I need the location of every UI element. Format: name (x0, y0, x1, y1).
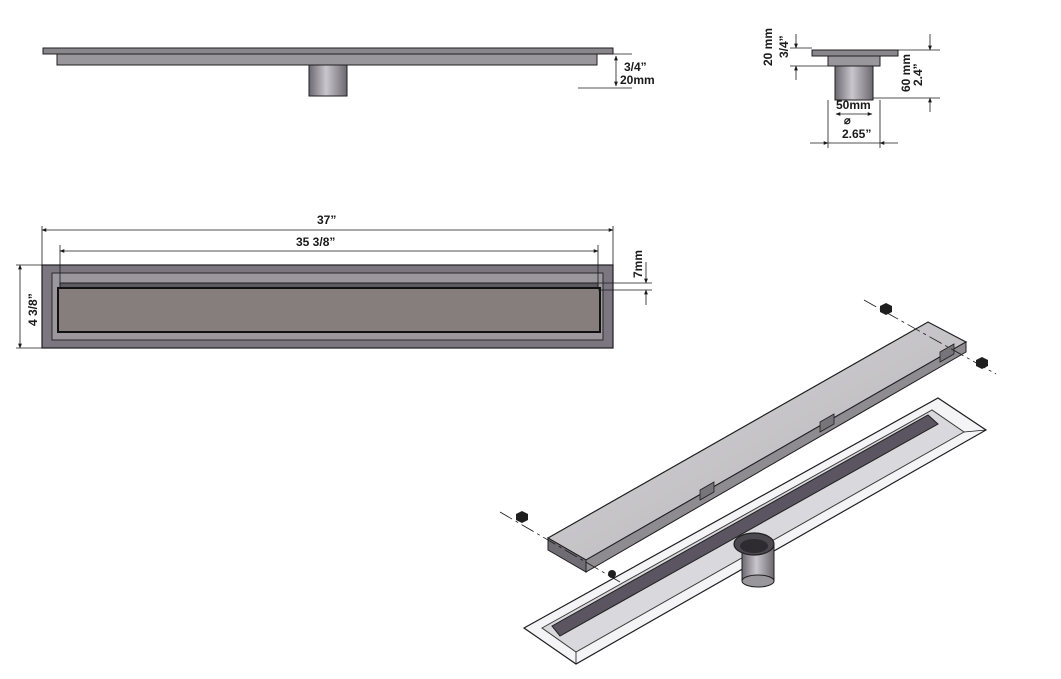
side-dim-height-mm: 20mm (620, 73, 655, 87)
diameter-symbol: ⌀ (844, 115, 851, 127)
leveling-screw-icon (976, 357, 988, 369)
iso-channel (522, 397, 988, 665)
top-view: 37” 35 3/8” 7mm 4 3/8” (16, 213, 652, 349)
top-dim-grate-length: 35 3/8” (296, 235, 335, 249)
iso-grate-tab-1 (699, 481, 715, 501)
end-dim-outlet-in: 2.4” (911, 63, 925, 86)
iso-channel-slot (551, 414, 939, 637)
side-outlet-pipe (308, 64, 348, 97)
side-flange (42, 47, 614, 55)
iso-grate-tab-2 (819, 413, 835, 433)
iso-grate (546, 321, 968, 573)
top-dim-overall-length: 37” (317, 213, 336, 227)
leveling-screw-icon (516, 511, 528, 523)
iso-grate-side (547, 537, 587, 573)
iso-grate-tab-3 (939, 343, 955, 363)
side-channel-body (56, 53, 598, 66)
iso-outlet-pipe (733, 532, 775, 588)
end-dim-flange-mm: 20 mm (761, 28, 775, 66)
iso-screw-left (499, 511, 621, 583)
end-dim-outlet-mm: 60 mm (899, 54, 913, 92)
side-dim-height-in: 3/4” (624, 60, 647, 74)
iso-screw-right (863, 299, 997, 375)
side-view: 3/4” 20mm (42, 47, 655, 97)
leveling-screw-icon (880, 303, 892, 315)
isometric-view (499, 299, 997, 665)
end-dim-flange-in: 3/4” (777, 35, 791, 58)
end-outlet-pipe (834, 65, 874, 101)
top-dim-width: 4 3/8” (26, 293, 40, 326)
end-view: 20 mm 3/4” 60 mm 2.4” 50mm ⌀ 2.65” (761, 28, 940, 148)
top-grate (57, 287, 601, 333)
end-dim-diameter: 50mm (836, 98, 871, 112)
end-dim-width: 2.65” (842, 127, 871, 141)
end-channel-body (827, 55, 881, 67)
end-flange (811, 49, 899, 57)
top-dim-gap: 7mm (631, 250, 645, 278)
